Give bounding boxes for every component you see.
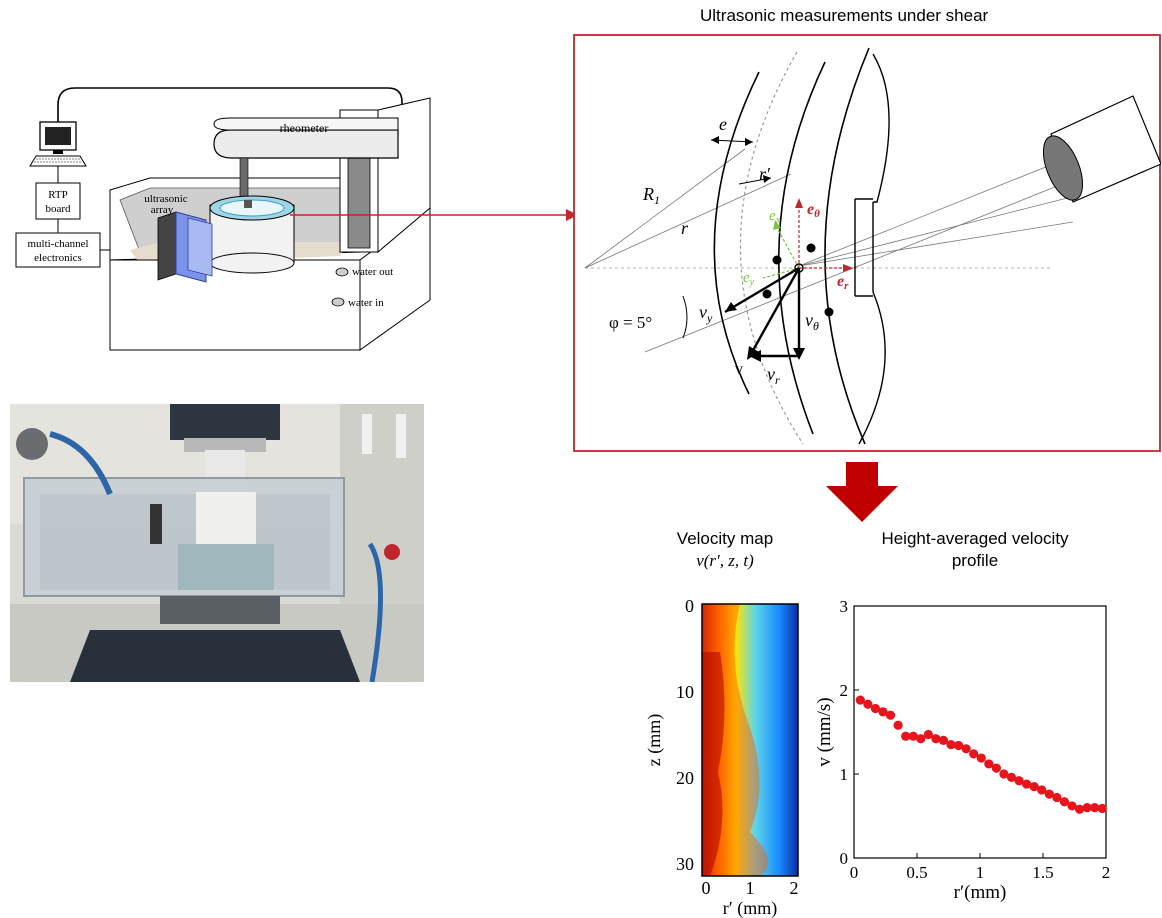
profile-xlabel: r′(mm) xyxy=(954,882,1007,903)
data-point xyxy=(863,699,873,709)
data-point xyxy=(999,769,1009,779)
x-tick-label: 1 xyxy=(976,863,985,882)
rtp-line2: board xyxy=(45,203,71,215)
velocity-map-title-line2: v(r′, z, t) xyxy=(696,551,754,570)
profile-title: Height-averaged velocity profile xyxy=(835,528,1115,572)
data-point xyxy=(923,729,933,740)
data-point xyxy=(1022,779,1032,789)
rtp-line1: RTP xyxy=(48,189,68,201)
label-e-y: ey xyxy=(743,270,755,288)
label-e-theta: eθ xyxy=(807,201,820,220)
vm-xtick-0: 0 xyxy=(702,878,711,898)
down-arrow-icon xyxy=(826,462,898,522)
vm-ytick-20: 20 xyxy=(676,768,694,788)
x-tick-label: 0.5 xyxy=(906,863,927,882)
velocity-profile-chart: 0 0.5 1 1.5 2 0 1 2 3 v (mm/s) r′(mm) xyxy=(814,597,1111,903)
label-v-y: vy xyxy=(699,302,713,325)
x-tick-label: 1.5 xyxy=(1032,863,1053,882)
label-r: r xyxy=(681,218,689,238)
plot-frame xyxy=(853,605,1107,859)
y-tick-label: 2 xyxy=(840,681,849,700)
data-point xyxy=(969,749,979,759)
data-point xyxy=(991,763,1001,773)
data-point xyxy=(855,695,865,705)
rheometer: rheometer xyxy=(209,97,431,274)
profile-title-line2: profile xyxy=(951,551,999,570)
data-point xyxy=(938,735,949,745)
data-point xyxy=(961,744,971,754)
vm-xtick-2: 2 xyxy=(790,878,799,898)
profile-title-line1: Height-averaged velocity xyxy=(881,529,1069,548)
ultrasonic-array: ultrasonic array xyxy=(144,193,213,283)
rheometer-label: rheometer xyxy=(280,121,329,135)
profile-ylabel: v (mm/s) xyxy=(814,697,835,766)
data-point xyxy=(893,720,903,730)
vm-ytick-0: 0 xyxy=(685,596,694,616)
y-tick-label: 3 xyxy=(840,597,849,616)
data-point xyxy=(901,731,911,741)
data-point xyxy=(1037,785,1047,795)
ultrasonic-label-1: ultrasonic xyxy=(144,193,187,205)
data-point xyxy=(1029,782,1039,792)
data-point xyxy=(1097,803,1107,814)
label-phi: φ = 5° xyxy=(609,313,652,332)
data-point xyxy=(976,753,986,763)
label-v-r: vr xyxy=(767,364,780,387)
geometry-panel: e r′ R1 r eθ ex ey er φ = 5° vy vθ v vr xyxy=(573,34,1161,452)
label-r-prime: r′ xyxy=(759,164,771,184)
vm-ylabel: z (mm) xyxy=(644,714,665,766)
x-tick-label: 2 xyxy=(1102,863,1111,882)
connector-arrow xyxy=(290,209,578,221)
y-tick-label: 0 xyxy=(840,849,849,868)
label-e-r: er xyxy=(837,273,849,292)
geometry-title: Ultrasonic measurements under shear xyxy=(700,6,989,25)
transducer-icon xyxy=(1042,95,1161,203)
vm-xtick-1: 1 xyxy=(746,878,755,898)
vm-ytick-30: 30 xyxy=(676,854,694,874)
x-tick-label: 0 xyxy=(850,863,859,882)
data-point xyxy=(946,740,956,750)
label-e-x: ex xyxy=(769,208,781,226)
vm-xlabel: r′ (mm) xyxy=(723,898,777,918)
electronics-line1: multi-channel xyxy=(27,238,88,250)
data-point xyxy=(1014,776,1024,786)
data-point xyxy=(878,707,888,717)
data-point xyxy=(908,731,918,741)
water-out-port xyxy=(335,267,349,277)
data-point xyxy=(1067,801,1077,811)
computer-icon xyxy=(29,121,87,167)
data-point xyxy=(984,759,994,769)
velocity-map-title-line1: Velocity map xyxy=(676,529,774,548)
label-R1: R1 xyxy=(642,184,660,207)
data-point xyxy=(1044,789,1054,799)
ultrasonic-label-2: array xyxy=(151,204,174,216)
data-point xyxy=(1090,803,1100,813)
label-v: v xyxy=(735,361,743,378)
label-e: e xyxy=(719,114,727,134)
data-point xyxy=(1059,797,1070,807)
data-point xyxy=(953,740,964,751)
setup-schematic: RTP board multi-channel electronics rheo… xyxy=(15,87,431,351)
data-point xyxy=(1074,804,1085,814)
setup-photo xyxy=(10,404,424,682)
water-in-label: water in xyxy=(348,297,384,309)
data-point xyxy=(1052,792,1062,803)
label-v-theta: vθ xyxy=(805,310,819,333)
data-point xyxy=(885,710,896,720)
vm-ytick-10: 10 xyxy=(676,682,694,702)
data-point xyxy=(916,734,926,744)
data-point xyxy=(1082,803,1092,813)
electronics-line2: electronics xyxy=(34,252,82,264)
data-point xyxy=(931,734,941,744)
data-point xyxy=(1006,772,1017,782)
velocity-map: 0 10 20 30 0 1 2 z (mm) r′ (mm) xyxy=(644,596,799,918)
water-out-label: water out xyxy=(352,266,393,278)
y-tick-label: 1 xyxy=(840,765,849,784)
data-point xyxy=(870,703,881,714)
water-in-port xyxy=(331,297,345,307)
velocity-map-title: Velocity map v(r′, z, t) xyxy=(655,528,795,572)
